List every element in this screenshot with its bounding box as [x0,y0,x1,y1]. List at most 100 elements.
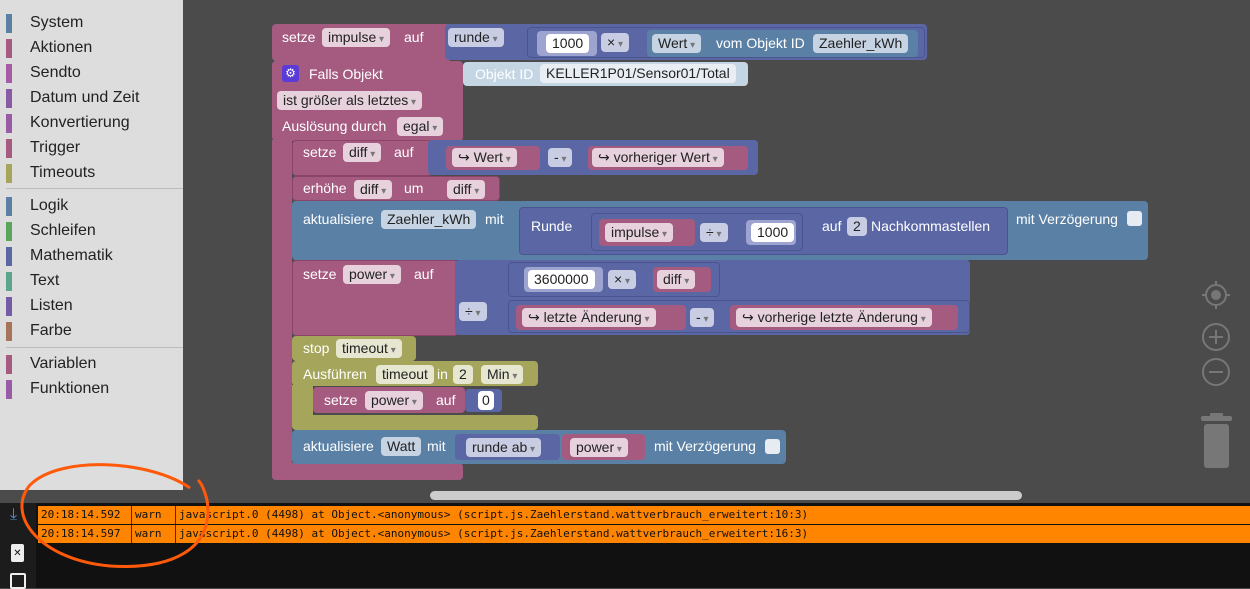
log-time: 20:18:14.597 [41,527,121,540]
variable-dropdown[interactable]: diff [447,180,486,199]
timeout-dropdown[interactable]: timeout [336,339,402,358]
block-label: mit [485,211,504,227]
clear-log-icon[interactable]: ✕ [11,544,24,562]
gear-icon[interactable]: ⚙ [282,65,299,82]
block-label: setze [282,29,316,45]
block-label: auf [394,144,414,160]
toolbox-category[interactable]: Logik [6,195,183,217]
run-after-block-body [292,385,313,420]
variable-dropdown[interactable]: power [365,391,423,410]
round-mode-dropdown[interactable]: runde ab [466,438,542,457]
trash-icon[interactable] [1201,413,1232,468]
block-label: mit Verzögerung [1016,211,1118,227]
toolbox-category[interactable]: Datum und Zeit [6,87,183,109]
variable-dropdown[interactable]: diff [354,180,393,199]
number-field[interactable]: 1000 [751,223,795,242]
block-label: Falls Objekt [309,66,383,82]
delay-checkbox[interactable] [1127,211,1142,226]
variable-dropdown[interactable]: ↪ Wert [452,148,517,167]
timeout-name-field[interactable]: timeout [376,365,434,384]
category-label: Mathematik [30,247,113,264]
variable-dropdown[interactable]: power [570,438,628,457]
block-label: auf [822,218,842,234]
block-label: Nachkommastellen [871,218,991,234]
toolbox-category[interactable]: System [6,12,183,34]
variable-dropdown[interactable]: diff [657,270,696,289]
object-id-field[interactable]: Watt [381,437,422,456]
variable-dropdown[interactable]: ↪ vorherige letzte Änderung [736,308,932,327]
decimals-field[interactable]: 2 [847,217,867,236]
number-field[interactable]: 3600000 [528,270,595,289]
toolbox-category[interactable]: Farbe [6,320,183,342]
category-color-bar [6,39,12,58]
on-object-change-block-body [272,140,292,480]
toolbox-category[interactable]: Trigger [6,137,183,159]
category-label: Timeouts [30,164,96,181]
category-label: Farbe [30,322,72,339]
category-color-bar [6,355,12,374]
category-color-bar [6,197,12,216]
delay-checkbox[interactable] [765,439,780,454]
block-label: setze [303,266,337,282]
zoom-in-icon[interactable] [1202,323,1230,351]
category-color-bar [6,322,12,341]
toolbox-category[interactable]: Schleifen [6,220,183,242]
number-field[interactable]: 0 [478,391,494,410]
category-color-bar [6,380,12,399]
number-field[interactable]: 1000 [546,34,590,53]
category-color-bar [6,272,12,291]
trigger-dropdown[interactable]: egal [397,117,444,136]
toolbox-category[interactable]: Listen [6,295,183,317]
toolbox-category[interactable]: Sendto [6,62,183,84]
condition-dropdown[interactable]: ist größer als letztes [277,91,423,110]
block-label: aktualisiere [303,438,374,454]
object-id-field[interactable]: Zaehler_kWh [381,210,477,229]
variable-dropdown[interactable]: impulse [605,223,674,242]
toolbox-category[interactable]: Variablen [6,353,183,375]
scroll-down-icon[interactable]: ⤓ [10,506,18,523]
delay-field[interactable]: 2 [453,365,473,384]
horizontal-scrollbar[interactable] [430,491,1022,500]
block-label: erhöhe [303,180,347,196]
category-color-bar [6,114,12,133]
toolbox-category[interactable]: Konvertierung [6,112,183,134]
variable-dropdown[interactable]: impulse [322,28,391,47]
operator-dropdown[interactable]: × [601,33,629,52]
log-message: javascript.0 (4498) at Object.<anonymous… [175,506,808,524]
recenter-icon[interactable] [1202,281,1230,309]
object-id-field[interactable]: KELLER1P01/Sensor01/Total [540,64,736,83]
operator-dropdown[interactable]: ÷ [459,302,487,321]
block-label: mit Verzögerung [654,438,756,454]
toolbox-category[interactable]: Mathematik [6,245,183,267]
operator-dropdown[interactable]: × [608,270,636,289]
toolbox-category[interactable]: Timeouts [6,162,183,184]
variable-dropdown[interactable]: ↪ letzte Änderung [522,308,656,327]
zoom-out-icon[interactable] [1202,358,1230,386]
block-label: auf [404,29,424,45]
log-time: 20:18:14.592 [41,508,121,521]
variable-dropdown[interactable]: ↪ vorheriger Wert [592,148,724,167]
block-label: mit [427,438,446,454]
operator-dropdown[interactable]: ÷ [700,223,728,242]
toolbox-category[interactable]: Aktionen [6,37,183,59]
operator-dropdown[interactable]: - [548,148,573,167]
block-label: um [404,180,424,196]
category-color-bar [6,222,12,241]
object-id-field[interactable]: Zaehler_kWh [813,34,909,53]
variable-dropdown[interactable]: diff [343,143,382,162]
log-message: javascript.0 (4498) at Object.<anonymous… [175,525,808,543]
round-mode-dropdown[interactable]: runde [448,28,504,47]
block-label: auf [414,266,434,282]
block-label: Auslösung durch [282,118,387,134]
operator-dropdown[interactable]: - [690,308,715,327]
toolbox-category[interactable]: Text [6,270,183,292]
category-color-bar [6,297,12,316]
unit-dropdown[interactable]: Min [481,365,524,384]
category-color-bar [6,139,12,158]
attribute-dropdown[interactable]: Wert [652,34,702,53]
toolbox-category[interactable]: Funktionen [6,378,183,400]
category-color-bar [6,164,12,183]
variable-dropdown[interactable]: power [343,265,401,284]
